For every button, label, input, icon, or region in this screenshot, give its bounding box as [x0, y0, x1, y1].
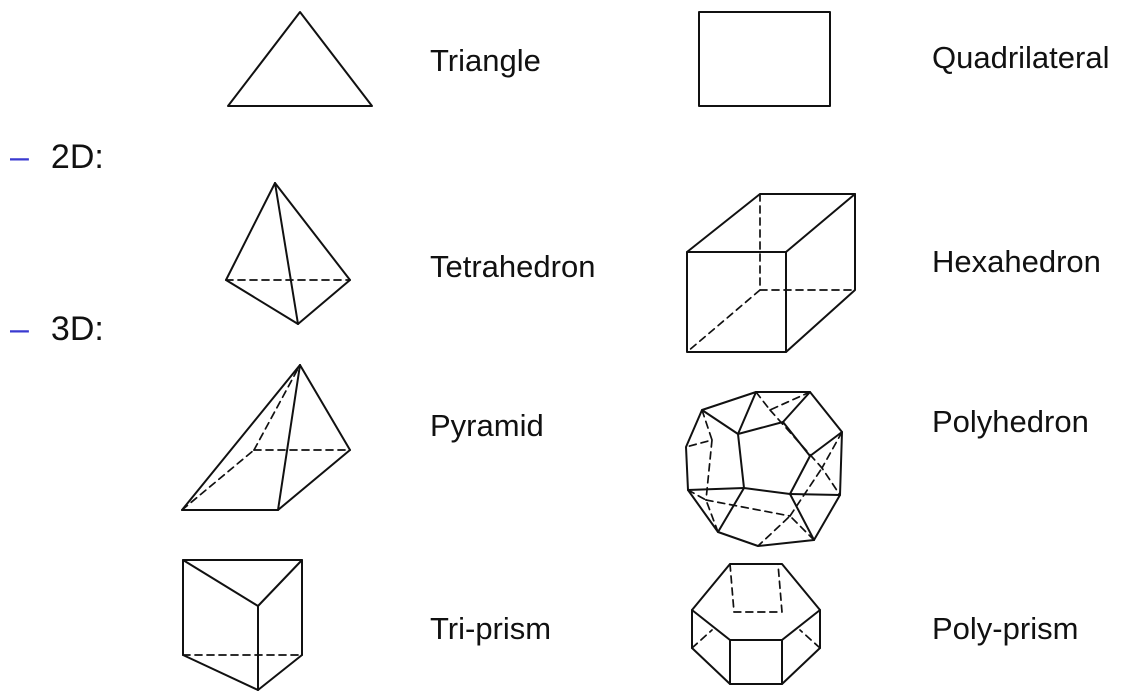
pyramid-icon [181, 364, 351, 511]
bullet-3d: – 3D: [10, 310, 104, 349]
tetrahedron-icon [225, 182, 351, 325]
bullet-dash: – [10, 310, 29, 348]
tri-prism-icon [182, 559, 303, 691]
label-triangle: Triangle [430, 43, 541, 78]
label-polyhedron: Polyhedron [932, 404, 1089, 439]
label-hexahedron: Hexahedron [932, 244, 1101, 279]
bullet-3d-label: 3D: [50, 310, 104, 348]
polyhedron-icon [685, 391, 843, 547]
label-pyramid: Pyramid [430, 408, 544, 443]
hexahedron-icon [686, 193, 856, 353]
label-tetrahedron: Tetrahedron [430, 249, 596, 284]
label-quadrilateral: Quadrilateral [932, 40, 1110, 75]
bullet-dash: – [10, 138, 29, 176]
bullet-2d-label: 2D: [50, 138, 104, 176]
quadrilateral-icon [698, 11, 831, 107]
poly-prism-icon [691, 563, 821, 685]
label-tri-prism: Tri-prism [430, 611, 552, 646]
bullet-2d: – 2D: [10, 138, 104, 177]
label-poly-prism: Poly-prism [932, 611, 1079, 646]
triangle-icon [227, 11, 373, 107]
